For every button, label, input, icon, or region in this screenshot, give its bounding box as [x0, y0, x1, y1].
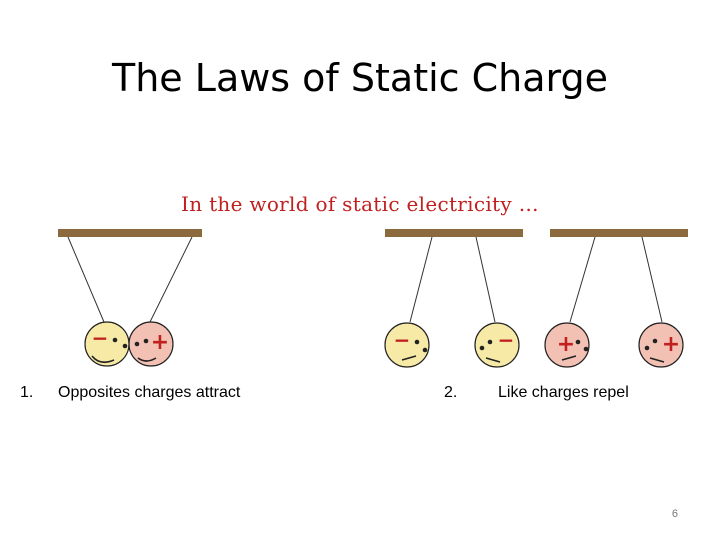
string: [641, 236, 663, 323]
string: [409, 236, 433, 323]
support-bar-1: [58, 229, 202, 237]
strings: [67, 236, 663, 323]
positive-sign: +: [151, 330, 169, 355]
law-1-number: 1.: [20, 384, 34, 401]
ball-negative-repel-right: −: [474, 322, 520, 368]
law-1-text: Opposites charges attract: [58, 384, 241, 401]
support-bar-2: [385, 229, 523, 237]
ball-positive-attract: +: [128, 321, 174, 367]
negative-sign: −: [92, 326, 109, 350]
string: [67, 236, 105, 323]
positive-sign: +: [557, 332, 575, 357]
ball-positive-repel-left: +: [544, 322, 590, 368]
ball-negative-repel-left: −: [384, 322, 430, 368]
support-bar-3: [550, 229, 688, 237]
slide-title: The Laws of Static Charge: [112, 56, 608, 100]
positive-sign: +: [662, 332, 680, 357]
ball-positive-repel-right: +: [638, 322, 684, 368]
page-number: 6: [671, 508, 678, 520]
law-2-text: Like charges repel: [498, 384, 629, 401]
ball-negative-attract: −: [84, 321, 130, 367]
string: [149, 236, 193, 323]
string: [569, 236, 596, 323]
negative-sign: −: [394, 328, 411, 352]
slide-subtitle: In the world of static electricity …: [181, 192, 539, 216]
string: [475, 236, 496, 323]
law-2-number: 2.: [444, 384, 458, 401]
negative-sign: −: [498, 328, 515, 352]
